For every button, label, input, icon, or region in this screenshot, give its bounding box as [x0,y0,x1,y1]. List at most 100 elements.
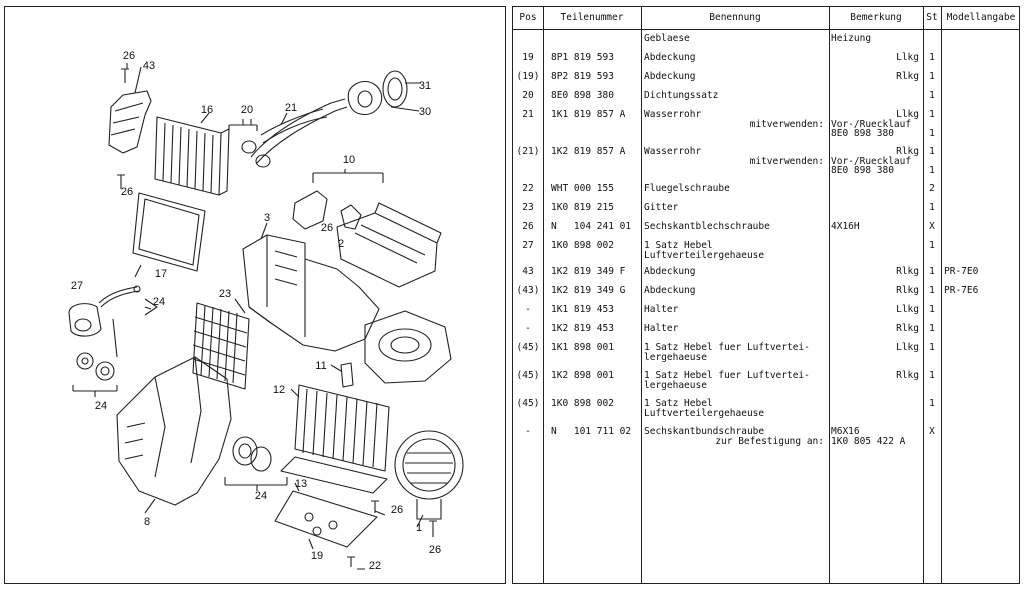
cell-pos: 19 [522,52,534,63]
cell-benennung: Wasserrohr [644,109,702,120]
cell-benennung: mitverwenden: [749,118,824,130]
callout-number: 26 [121,186,133,198]
callout-number: 24 [153,296,165,308]
cell-st: 1 [929,109,935,120]
parts-table: Pos Teilenummer Benennung Bemerkung St M… [512,6,1020,584]
cell-pos: 26 [522,221,534,232]
cell-pos: (45) [516,342,540,353]
cell-bemerkung: Llkg [896,109,919,120]
cell-benennung: Abdeckung [644,71,696,82]
header-pos: Pos [519,12,537,23]
cell-pos: (45) [516,370,540,381]
cell-bemerkung: Rlkg [896,370,919,381]
cell-benennung: Luftverteilergehaeuse [644,249,765,261]
cell-pos: 23 [522,202,534,213]
cell-teilenummer: 1K1 819 857 A [551,109,626,120]
cell-pos: 20 [522,90,534,101]
cell-st: 1 [929,370,935,381]
cell-st: X [929,221,935,232]
cell-benennung: 1 Satz Hebel fuer Luftvertei- [644,342,810,353]
column-divider [941,7,942,583]
callout-number: 3 [264,212,270,224]
header-modellangabe: Modellangabe [946,12,1016,23]
callout-number: 8 [144,516,150,528]
callout-number: 30 [419,106,431,118]
cell-benennung: Abdeckung [644,285,696,296]
cell-teilenummer: 1K2 819 349 G [551,285,626,296]
callout-number: 11 [315,360,326,372]
header-st: St [926,12,938,23]
cell-bemerkung: 8E0 898 380 [831,165,894,176]
column-divider [829,7,830,583]
cell-benennung: Wasserrohr [644,146,702,157]
cell-bemerkung: Rlkg [896,266,919,277]
cell-bemerkung: Llkg [896,304,919,315]
cell-teilenummer: WHT 000 155 [551,183,614,194]
cell-pos: 27 [522,240,534,251]
cell-bemerkung: Vor-/Ruecklauf [831,118,912,130]
cell-pos: (19) [516,71,540,82]
cell-benennung: Sechskantblechschraube [644,221,770,232]
cell-pos: 22 [522,183,534,194]
cell-benennung: Halter [644,323,679,334]
column-divider [923,7,924,583]
cell-bemerkung: 8E0 898 380 [831,128,894,139]
cell-teilenummer: 8P1 819 593 [551,52,614,63]
cell-benennung: Fluegelschraube [644,183,730,194]
cell-st: 1 [929,52,935,63]
diagram-drawing: 2643162021313010263262172724232411122413… [68,50,464,572]
callout-number: 26 [321,222,333,234]
cell-pos: 21 [522,109,534,120]
cell-benennung: Abdeckung [644,52,696,63]
cell-st: 1 [929,71,935,82]
callout-number: 26 [123,50,135,62]
cell-bemerkung: Rlkg [896,146,919,157]
column-divider [641,7,642,583]
callout-number: 24 [255,490,267,502]
callout-number: 20 [241,104,253,116]
cell-modellangabe: PR-7E6 [944,285,979,296]
callout-number: 27 [71,280,83,292]
callout-number: 26 [391,504,403,516]
cell-teilenummer: 8E0 898 380 [551,90,614,101]
callout-number: 2 [338,238,344,250]
cell-bemerkung: Llkg [896,52,919,63]
header-divider [513,29,1019,30]
cell-benennung: mitverwenden: [749,155,824,167]
callout-number: 12 [273,384,285,396]
cell-teilenummer: N 101 711 02 [551,426,632,437]
cell-teilenummer: N 104 241 01 [551,221,632,232]
cell-pos: (21) [516,146,540,157]
cell-benennung: lergehaeuse [644,351,707,363]
cell-teilenummer: 1K2 819 349 F [551,266,626,277]
callout-number: 22 [369,560,381,572]
cell-teilenummer: 8P2 819 593 [551,71,614,82]
cell-benennung: Geblaese [644,33,690,44]
callout-number: 1 [416,522,422,534]
cell-benennung: Luftverteilergehaeuse [644,407,765,419]
cell-st: 1 [929,398,935,409]
cell-teilenummer: 1K2 819 453 [551,323,614,334]
cell-st: 1 [929,202,935,213]
callout-number: 24 [95,400,107,412]
cell-benennung: Halter [644,304,679,315]
cell-teilenummer: 1K2 898 001 [551,370,614,381]
cell-benennung: zur Befestigung an: [715,435,824,447]
cell-bemerkung: Rlkg [896,71,919,82]
cell-st: 1 [929,266,935,277]
cell-st: 1 [929,128,935,139]
cell-modellangabe: PR-7E0 [944,266,979,277]
callout-number: 31 [419,80,431,92]
cell-benennung: lergehaeuse [644,379,707,391]
cell-benennung: 1 Satz Hebel [644,398,713,409]
callout-number: 16 [201,104,213,116]
cell-st: 1 [929,146,935,157]
cell-st: 1 [929,240,935,251]
cell-teilenummer: 1K1 819 453 [551,304,614,315]
cell-benennung: Sechskantbundschraube [644,426,765,437]
cell-benennung: Dichtungssatz [644,90,719,101]
cell-teilenummer: 1K0 819 215 [551,202,614,213]
cell-bemerkung: M6X16 [831,426,860,437]
header-bemerkung: Bemerkung [850,12,902,23]
